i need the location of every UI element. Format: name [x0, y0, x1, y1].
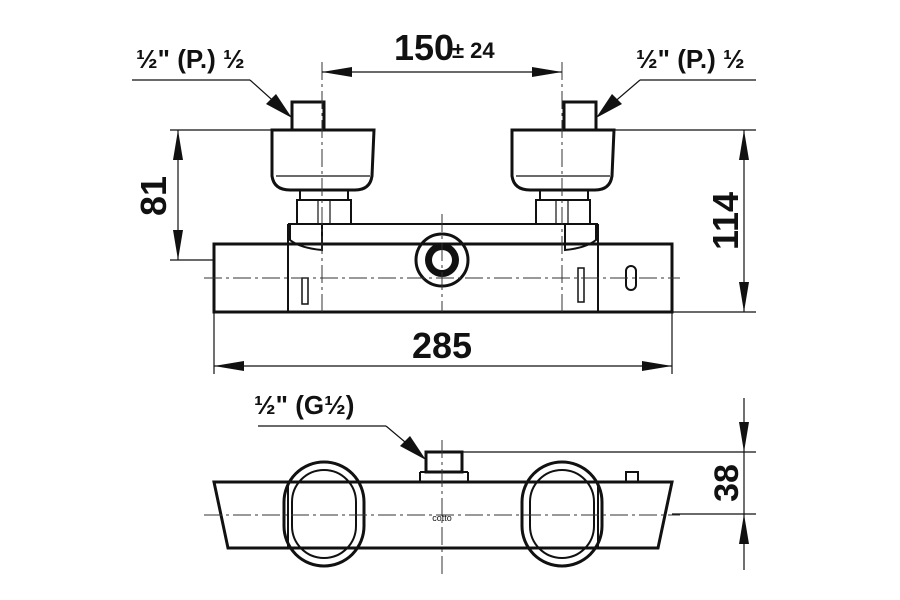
brand-logo: cotto — [432, 513, 452, 523]
right-knob — [520, 460, 604, 568]
dim-38: 38 — [708, 464, 746, 502]
thread-callout-right: ½" (P.) ½ — [636, 44, 745, 74]
left-pipe-stub — [290, 100, 326, 132]
dim-114: 114 — [705, 192, 746, 250]
left-cover-cap — [270, 128, 376, 192]
right-riser — [564, 223, 597, 252]
plan-body — [212, 480, 674, 550]
dim-81: 81 — [133, 176, 174, 216]
thread-callout-left: ½" (P.) ½ — [136, 44, 245, 74]
right-cover-cap — [510, 128, 616, 192]
dim-285: 285 — [412, 325, 472, 366]
dimensions-front: 150 ± 24 285 81 114 ½" (P.) ½ ½" (P.) ½ — [132, 27, 756, 374]
left-riser — [289, 223, 323, 252]
left-knob — [282, 460, 366, 568]
plan-button — [625, 471, 639, 483]
right-scale-mark — [577, 267, 585, 303]
outlet-nut — [424, 450, 464, 474]
dim-150-tolerance: ± 24 — [452, 38, 495, 63]
thread-callout-outlet: ½" (G½) — [254, 390, 354, 420]
right-pipe-stub — [562, 100, 598, 132]
dimensions-plan: 38 ½" (G½) — [254, 390, 756, 570]
right-hex-nut — [535, 199, 591, 225]
left-hex-nut — [296, 199, 352, 225]
front-view — [204, 62, 680, 314]
left-scale-mark — [301, 277, 309, 305]
plan-view: cotto — [204, 440, 680, 575]
dim-150: 150 — [394, 27, 454, 68]
